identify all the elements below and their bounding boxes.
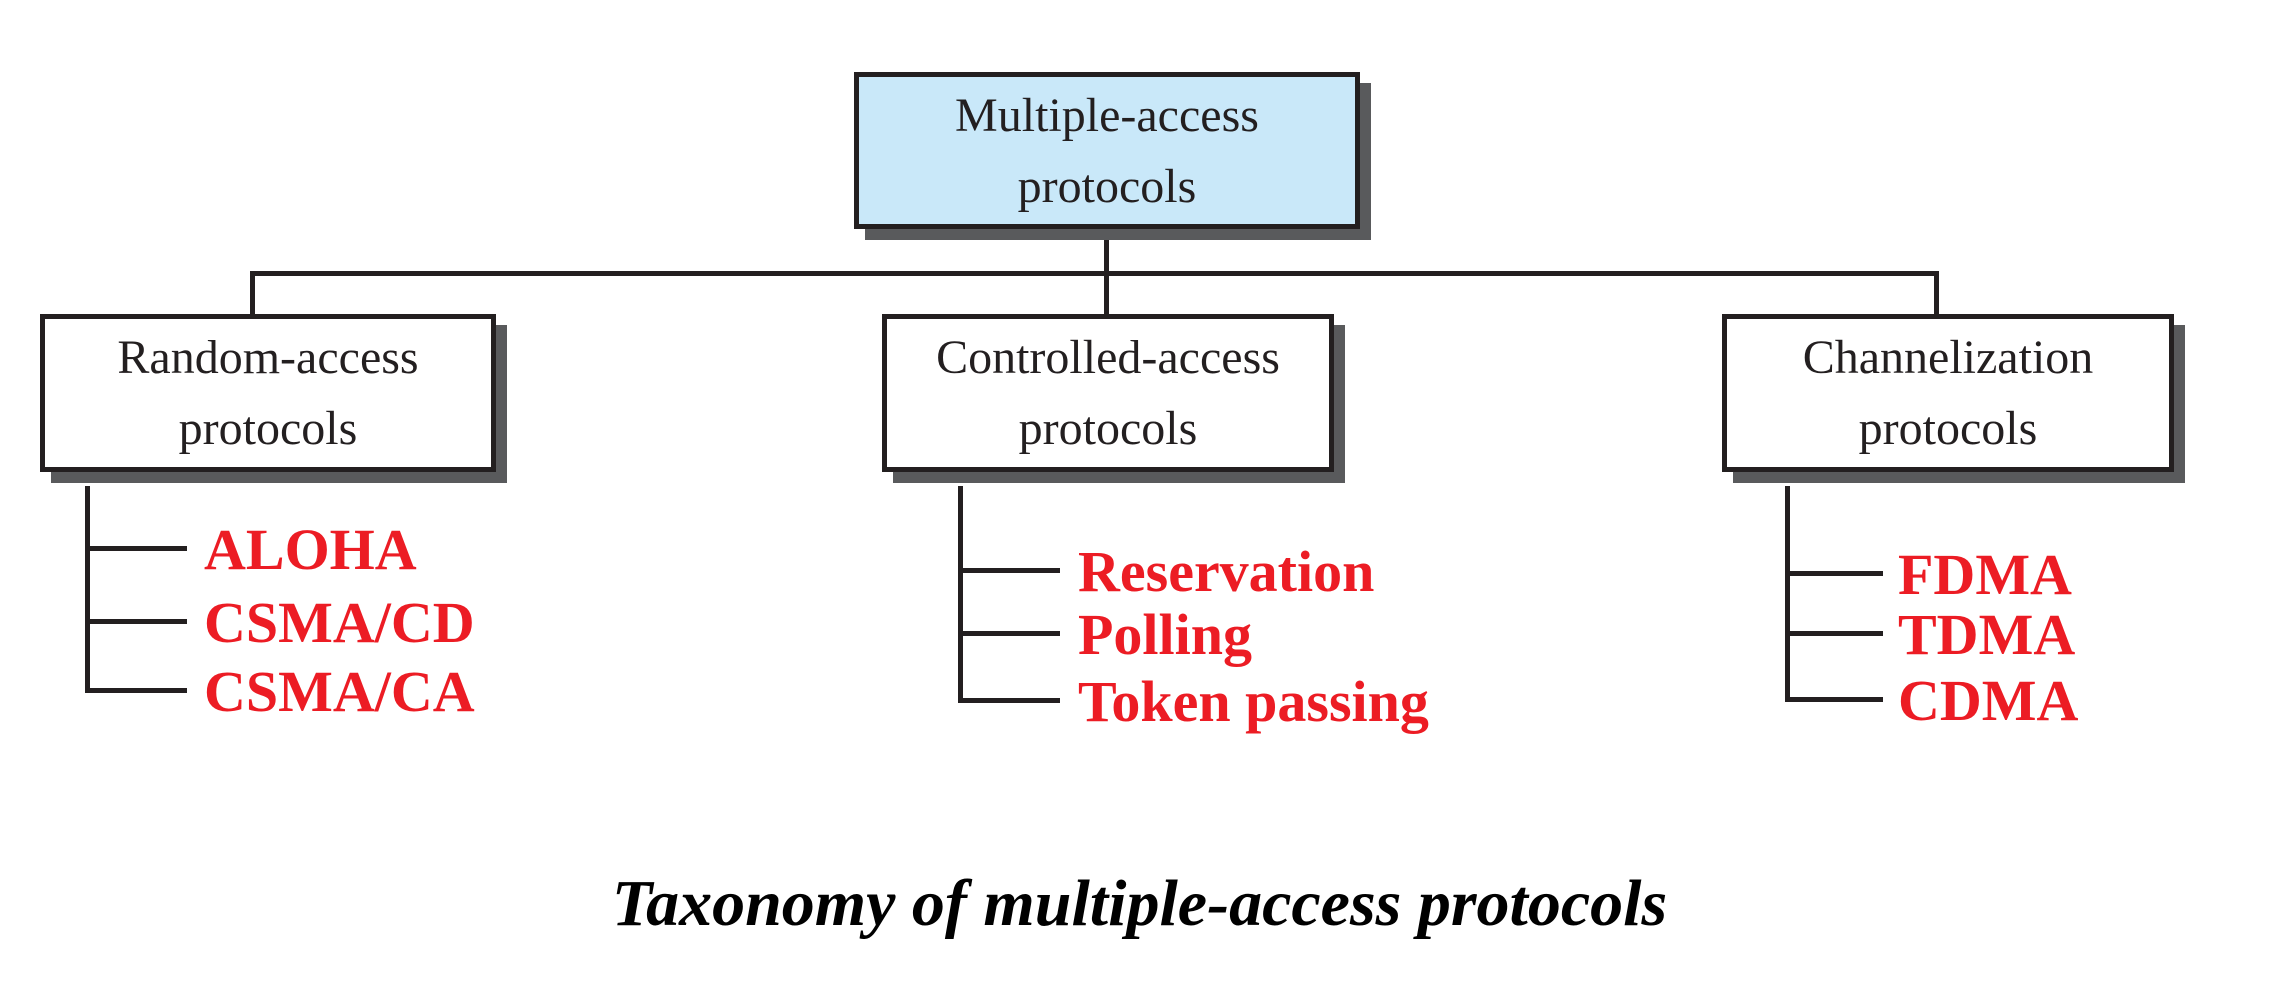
leaf-item-token-passing: Token passing [1078, 669, 1429, 734]
leaf-item-reservation: Reservation [1078, 539, 1375, 604]
leaf-item-aloha: ALOHA [204, 517, 417, 582]
root-node-label-line1: Multiple-access [955, 88, 1259, 142]
leaf-item-fdma: FDMA [1898, 542, 2072, 607]
leaf-tick-line [1785, 697, 1883, 702]
leaf-tick-line [85, 688, 187, 693]
leaf-item-cdma: CDMA [1898, 668, 2079, 733]
branch-label-line1: Controlled-access [936, 331, 1280, 384]
leaf-spine-line [958, 486, 963, 703]
connector-horizontal-line [250, 271, 1939, 276]
leaf-tick-line [1785, 571, 1883, 576]
branch-node-controlled-access: Controlled-access protocols [882, 314, 1334, 472]
leaf-tick-line [85, 546, 187, 551]
connector-right-drop-line [1934, 271, 1939, 318]
branch-label-line2: protocols [1858, 402, 2038, 455]
leaf-item-csma-cd: CSMA/CD [204, 590, 475, 655]
branch-label-line2: protocols [178, 402, 358, 455]
root-node-multiple-access: Multiple-access protocols [854, 72, 1360, 229]
leaf-item-csma-ca: CSMA/CA [204, 659, 475, 724]
leaf-item-tdma: TDMA [1898, 602, 2076, 667]
leaf-tick-line [1785, 631, 1883, 636]
branch-label-line1: Random-access [117, 331, 419, 384]
figure-caption: Taxonomy of multiple-access protocols [611, 867, 1668, 940]
connector-root-drop-line [1104, 227, 1109, 317]
connector-left-drop-line [250, 271, 255, 318]
branch-label-line2: protocols [1018, 402, 1198, 455]
branch-node-channelization: Channelization protocols [1722, 314, 2174, 472]
leaf-spine-line [1785, 486, 1790, 700]
leaf-tick-line [85, 619, 187, 624]
leaf-item-polling: Polling [1078, 602, 1253, 667]
leaf-tick-line [958, 631, 1060, 636]
leaf-spine-line [85, 486, 90, 693]
root-node-label-line2: protocols [1017, 159, 1197, 213]
leaf-tick-line [958, 698, 1060, 703]
branch-node-random-access: Random-access protocols [40, 314, 496, 472]
leaf-tick-line [958, 568, 1060, 573]
branch-label-line1: Channelization [1802, 331, 2094, 384]
